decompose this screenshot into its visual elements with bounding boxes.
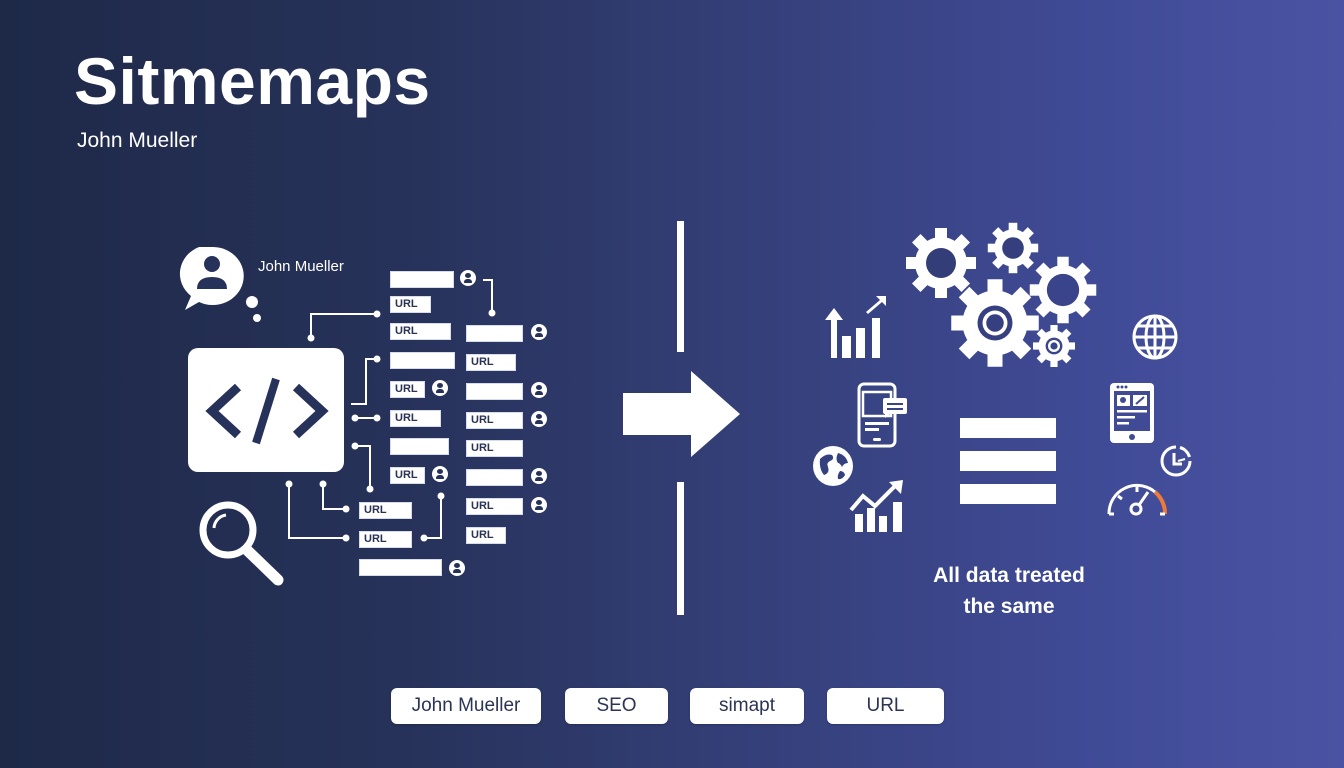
tag-chip-john-mueller[interactable]: John Mueller	[391, 688, 541, 724]
clock-icon	[1160, 445, 1192, 477]
caption-line-1: All data treated	[933, 564, 1085, 587]
user-pin-icon	[531, 411, 547, 427]
url-field: URL	[466, 354, 516, 371]
sitemap-field	[390, 271, 454, 288]
divider-top	[677, 221, 684, 352]
url-field: URL	[359, 531, 412, 548]
right-arrow-icon	[623, 371, 740, 457]
sitemap-field	[466, 469, 523, 486]
sitemap-field	[359, 559, 442, 576]
mobile-chat-icon	[857, 382, 907, 448]
url-field: URL	[390, 381, 425, 398]
speaker-name: John Mueller	[258, 258, 344, 275]
caption-line-2: the same	[963, 595, 1055, 618]
divider-bottom	[677, 482, 684, 615]
equals-lines-icon	[960, 418, 1056, 504]
tag-chip-seo[interactable]: SEO	[565, 688, 668, 724]
user-pin-icon	[432, 380, 448, 396]
code-brackets-icon	[205, 377, 329, 445]
earth-icon	[813, 446, 853, 486]
user-pin-icon	[432, 466, 448, 482]
user-pin-icon	[531, 497, 547, 513]
magnifier-icon	[199, 501, 284, 586]
user-pin-icon	[460, 270, 476, 286]
url-field: URL	[466, 527, 506, 544]
page-subtitle: John Mueller	[77, 129, 198, 152]
tag-chip-simapt[interactable]: simapt	[690, 688, 804, 724]
url-field: URL	[466, 440, 523, 457]
page-title: Sitmemaps	[74, 44, 431, 118]
url-field: URL	[390, 296, 431, 313]
sitemap-field	[390, 352, 455, 369]
url-field: URL	[390, 467, 425, 484]
caption: All data treated the same	[900, 560, 1118, 622]
user-speech-bubble-icon	[179, 247, 261, 322]
sitemap-field	[466, 325, 523, 342]
sitemap-field	[390, 438, 449, 455]
trend-chart-icon	[849, 480, 903, 532]
url-field: URL	[390, 323, 451, 340]
url-field: URL	[359, 502, 412, 519]
tag-chip-url[interactable]: URL	[827, 688, 944, 724]
bar-chart-up-icon	[825, 296, 886, 358]
tablet-icon	[1110, 383, 1154, 443]
url-field: URL	[466, 412, 523, 429]
url-field: URL	[390, 410, 441, 427]
user-pin-icon	[531, 468, 547, 484]
sitemap-field	[466, 383, 523, 400]
user-pin-icon	[531, 324, 547, 340]
speedometer-icon	[1107, 484, 1168, 516]
globe-grid-icon	[1132, 314, 1178, 360]
user-pin-icon	[531, 382, 547, 398]
user-pin-icon	[449, 560, 465, 576]
url-field: URL	[466, 498, 523, 515]
gears-icon	[906, 222, 1097, 367]
